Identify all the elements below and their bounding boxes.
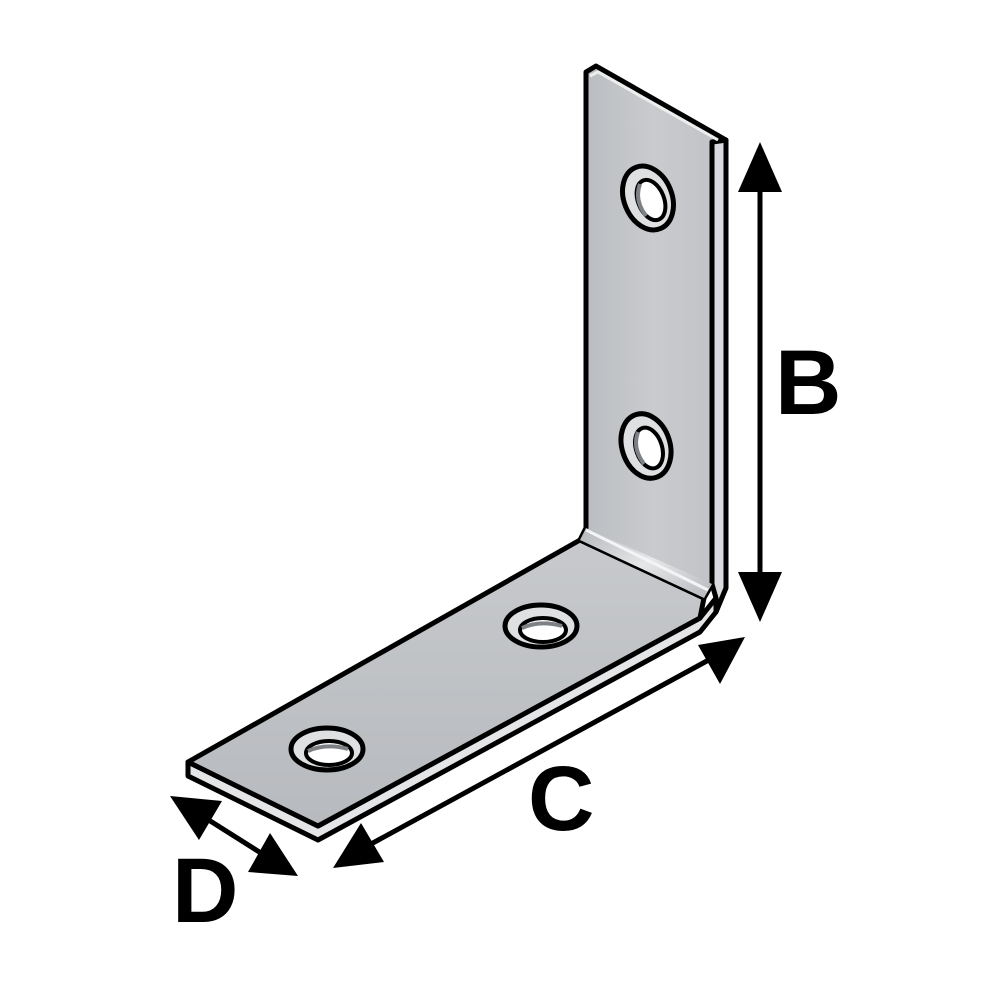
dimension-c-arrow-left (333, 823, 384, 868)
bend-highlight (580, 528, 712, 598)
horizontal-leg-face (185, 537, 707, 829)
dimension-d: D (170, 796, 298, 942)
dimension-c: C (333, 637, 745, 868)
dimension-b-arrow-top (738, 142, 782, 192)
dimension-b: B (738, 142, 841, 622)
hole-vertical-bottom (618, 411, 674, 481)
dimension-d-arrow-top (170, 796, 222, 840)
bend-line (585, 528, 709, 592)
dimension-b-label: B (775, 332, 841, 434)
bracket (185, 63, 729, 843)
vertical-leg-face (577, 63, 729, 601)
hole-horizontal-left (288, 725, 366, 773)
vertical-leg-top-rim (589, 70, 719, 142)
dimension-c-line (358, 653, 718, 853)
hole-horizontal-right (502, 602, 580, 650)
dimension-c-arrow-right (698, 637, 745, 684)
hole-vertical-top (620, 163, 676, 233)
dimension-d-arrow-bottom (248, 833, 298, 876)
dimension-b-arrow-bottom (738, 572, 782, 622)
dimension-d-label: D (172, 840, 238, 942)
dimension-c-label: C (528, 748, 594, 850)
